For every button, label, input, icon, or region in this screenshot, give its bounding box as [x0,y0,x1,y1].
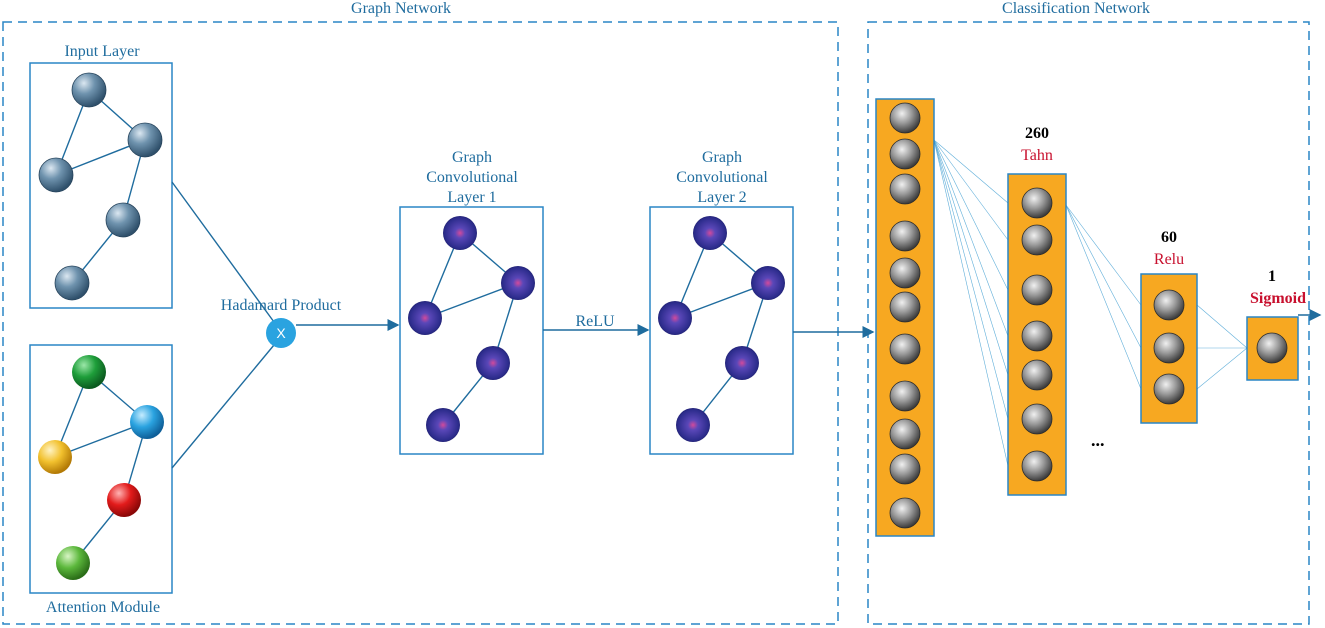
dense-260-neurons [1021,187,1053,482]
attention-node-green [72,355,106,389]
ellipsis: ... [1091,430,1105,450]
neuron [889,102,921,134]
neuron [1021,359,1053,391]
connection-line [933,139,1009,420]
gcl1-node-4 [476,346,510,380]
neuron [1021,450,1053,482]
flatten-layer-neurons [889,102,921,529]
input-node-2 [127,122,163,158]
input-node-5 [54,265,90,301]
neuron [1021,320,1053,352]
classification-network-title: Classification Network [1002,0,1150,17]
neuron [889,453,921,485]
neuron [1021,224,1053,256]
neuron [1256,332,1288,364]
attention-node-yellow [38,440,72,474]
connection-line [933,139,1009,241]
layer-260-activation: Tahn [1021,147,1053,164]
neuron [889,497,921,529]
connection-line [933,139,1009,291]
input-node-1 [71,72,107,108]
attention-node-red [107,483,141,517]
fc-connections-3 [1196,304,1248,390]
neuron [889,138,921,170]
neuron [1153,289,1185,321]
layer-1-activation: Sigmoid [1249,290,1307,307]
gcl2-node-1 [693,216,727,250]
layer-60-count: 60 [1161,229,1177,246]
hadamard-product-label: Hadamard Product [220,297,342,314]
attention-module-label: Attention Module [45,599,161,616]
input-to-hadamard-line [171,181,275,323]
gcl2-node-2 [751,266,785,300]
neuron [1153,332,1185,364]
output-neurons [1256,332,1288,364]
neuron [889,257,921,289]
connection-line [933,139,1009,376]
gcl1-node-1 [443,216,477,250]
connection-line [933,139,1009,467]
neuron [889,333,921,365]
connection-line [1065,204,1142,390]
gcl2-node-5 [676,408,710,442]
attention-to-hadamard-line [171,344,275,469]
input-layer-label: Input Layer [64,43,140,60]
relu-label: ReLU [575,313,615,330]
gcl2-node-3 [658,301,692,335]
input-node-4 [105,202,141,238]
neuron [1021,187,1053,219]
fc-connections-1 [933,139,1009,467]
gcl1-node-2 [501,266,535,300]
connection-line [1196,347,1248,390]
layer-60-activation: Relu [1153,251,1185,268]
attention-node-lime [56,546,90,580]
neuron [1021,274,1053,306]
layer-1-count: 1 [1268,268,1276,285]
dense-60-neurons [1153,289,1185,405]
connection-line [1065,204,1142,306]
neuron [889,291,921,323]
connection-line [933,139,1009,337]
classification-network-frame [867,21,1310,625]
gcl1-node-3 [408,301,442,335]
fc-connections-2 [1065,204,1142,390]
neuron [889,380,921,412]
connection-line [933,139,1009,204]
gcl1-node-5 [426,408,460,442]
gcl2-node-4 [725,346,759,380]
hadamard-symbol: X [276,325,286,341]
graph-network-title: Graph Network [351,0,451,17]
graph-network-frame [2,21,839,625]
connection-line [1065,204,1142,349]
layer-260-count: 260 [1025,125,1049,142]
attention-node-blue [130,405,164,439]
neuron [889,173,921,205]
neuron [889,418,921,450]
neuron [1021,403,1053,435]
neuron [889,220,921,252]
input-node-3 [38,157,74,193]
connection-line [1196,304,1248,349]
hadamard-product-node [266,318,296,348]
neuron [1153,373,1185,405]
